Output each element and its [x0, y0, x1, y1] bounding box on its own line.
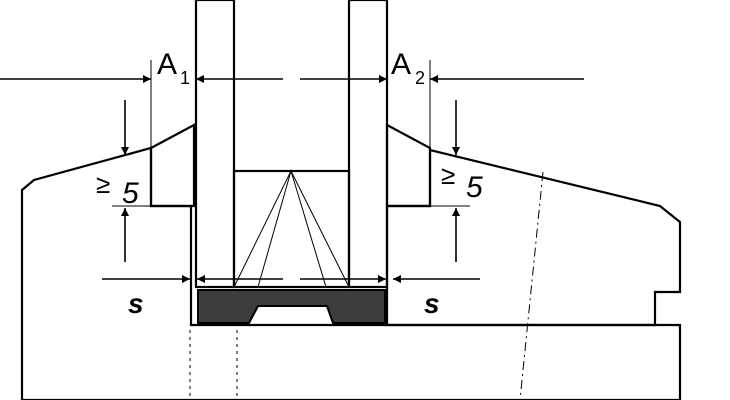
- dim-s-left-label: s: [128, 288, 144, 319]
- housing-body: [20, 146, 682, 400]
- dim-s-right-label: s: [424, 288, 440, 319]
- centerline-left: [189, 330, 238, 400]
- dim-s-right: s: [300, 275, 480, 319]
- seal-left: [149, 123, 196, 208]
- dim-min-right-value: 5: [466, 171, 483, 204]
- dim-a2-label: A: [391, 48, 411, 81]
- dim-a2: A 2: [300, 48, 584, 148]
- shaft-inner-bevel-lines: [233, 169, 350, 288]
- shaft-inner-block: [232, 169, 351, 289]
- dim-a1: A 1: [0, 48, 283, 148]
- centerline-right: [519, 171, 544, 400]
- seal-right: [385, 123, 432, 208]
- shaft: [194, 0, 389, 289]
- dim-a1-label: A: [157, 48, 177, 81]
- shaft-left-wall: [194, 0, 236, 289]
- dim-a2-subscript: 2: [415, 68, 425, 88]
- dim-a1-subscript: 1: [180, 68, 190, 88]
- shaft-right-wall: [347, 0, 389, 289]
- dim-min-height-left: ≥ 5: [96, 100, 151, 262]
- groove-seal: [197, 289, 386, 324]
- dim-min-left-ge: ≥: [96, 169, 110, 199]
- housing-left-section: [20, 146, 682, 400]
- dim-s-left: s: [102, 275, 283, 319]
- dim-min-height-right: ≥ 5: [430, 100, 483, 262]
- dim-min-left-value: 5: [122, 177, 139, 210]
- dim-min-right-ge: ≥: [441, 160, 455, 190]
